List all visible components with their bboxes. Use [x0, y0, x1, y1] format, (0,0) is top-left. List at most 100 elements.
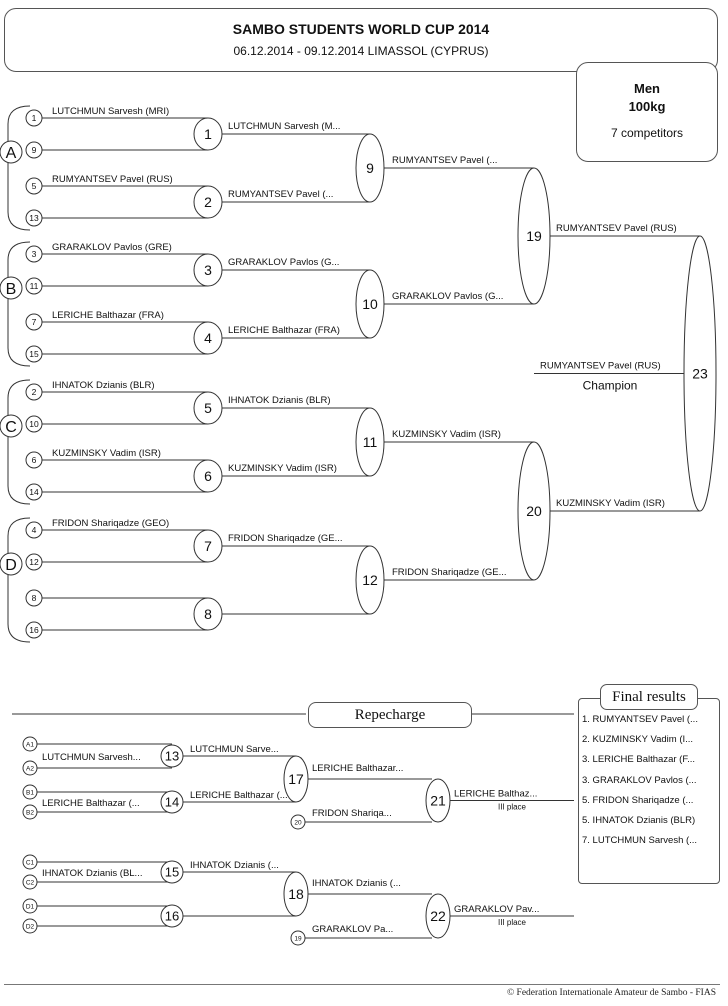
bout-4-number: 4	[204, 330, 212, 346]
seed-circle	[25, 209, 43, 227]
group-b-number: B	[6, 281, 17, 298]
repechage-slot-number: C1	[26, 859, 35, 866]
category-weight: 100kg	[628, 99, 666, 114]
group-brace	[7, 379, 31, 505]
bout-9-number: 9	[366, 160, 374, 176]
final-results-box	[578, 698, 720, 884]
final-result-item: 1. RUMYANTSEV Pavel (...	[582, 714, 698, 725]
bout-winner: KUZMINSKY Vadim (ISR)	[556, 498, 665, 509]
repechage-bout-number: 15	[165, 865, 179, 880]
repechage-bout21-number: 21	[430, 793, 446, 809]
final-result-item: 2. KUZMINSKY Vadim (I...	[582, 734, 694, 746]
bronze-winner: LERICHE Balthaz...	[454, 789, 537, 800]
event-dates-location: 06.12.2014 - 09.12.2014 LIMASSOL (CYPRUS…	[233, 44, 489, 58]
repechage-slot-number: A2	[26, 765, 34, 772]
copyright-footer: © Federation Internationale Amateur de S…	[506, 988, 716, 998]
group-a-circle	[0, 140, 23, 164]
seed-number: 7	[32, 317, 37, 327]
seed-circle	[25, 313, 43, 331]
seed-circle	[25, 553, 43, 571]
repechage-slot-number: B1	[26, 789, 34, 796]
bout-winner: LUTCHMUN Sarvesh (M...	[228, 121, 340, 132]
seed-circle	[25, 345, 43, 363]
seed-circle	[25, 109, 43, 127]
bout-5-number: 5	[204, 400, 212, 416]
seed-circle	[25, 621, 43, 639]
category-gender: Men	[634, 81, 660, 96]
bout-winner: LUTCHMUN Sarve...	[190, 744, 279, 755]
seed-number: 15	[29, 349, 39, 359]
bout-winner: KUZMINSKY Vadim (ISR)	[392, 429, 501, 440]
repechage-slot-number: A1	[26, 741, 34, 748]
bout-winner: FRIDON Shariqadze (GE...	[228, 533, 343, 544]
seed-circle	[25, 245, 43, 263]
bronze-label: III place	[498, 803, 527, 812]
bout-winner: RUMYANTSEV Pavel (RUS)	[556, 223, 677, 234]
group-a-number: A	[6, 145, 17, 162]
bout-winner: LERICHE Balthazar...	[312, 763, 403, 774]
seed-number: 4	[32, 525, 37, 535]
bout-winner: IHNATOK Dzianis (BLR)	[228, 395, 331, 406]
bout-1-number: 1	[204, 126, 212, 142]
group-brace	[7, 517, 31, 643]
page-title: SAMBO STUDENTS WORLD CUP 2014	[232, 21, 490, 37]
bout-winner: RUMYANTSEV Pavel (...	[228, 189, 333, 200]
bout-8-number: 8	[204, 606, 212, 622]
seed-circle	[25, 415, 43, 433]
repechage-slot-number: C2	[26, 879, 35, 886]
competitor-name: IHNATOK Dzianis (BLR)	[52, 380, 155, 391]
bout-11-number: 11	[363, 434, 378, 450]
bout-6-number: 6	[204, 468, 212, 484]
repechage-slot-number: D1	[26, 903, 35, 910]
group-brace	[7, 241, 31, 367]
competitor-name: FRIDON Shariqadze (GEO)	[52, 518, 169, 529]
seed-circle	[25, 451, 43, 469]
final-results-list: 1. RUMYANTSEV Pavel (... 2. KUZMINSKY Va…	[582, 714, 716, 855]
bout-winner: LERICHE Balthazar (...	[190, 790, 288, 801]
repechage-entrant: GRARAKLOV Pa...	[312, 924, 393, 935]
final-result-item: 5. IHNATOK Dzianis (BLR)	[582, 814, 696, 826]
bout-winner: IHNATOK Dzianis (...	[312, 878, 401, 889]
bout-23-number: 23	[692, 366, 708, 382]
seed-circle	[25, 483, 43, 501]
seed-number: 8	[32, 593, 37, 603]
seed-circle	[25, 141, 43, 159]
repechage-slot-circle	[22, 898, 38, 914]
repechage-entrant: IHNATOK Dzianis (BL...	[42, 868, 142, 879]
repechage-source-circle	[290, 930, 306, 946]
bout-7-number: 7	[204, 538, 212, 554]
bout-19-number: 19	[526, 228, 542, 244]
competitor-name: LUTCHMUN Sarvesh (MRI)	[52, 106, 169, 117]
seed-circle	[25, 277, 43, 295]
repechage-slot-number: D2	[26, 923, 35, 930]
final-result-item: 7. LUTCHMUN Sarvesh (...	[582, 835, 698, 847]
repechage-source-number: 19	[294, 935, 302, 942]
final-result-item: 5. FRIDON Shariqadze (...	[582, 794, 694, 806]
repechage-bout17-number: 17	[288, 771, 304, 787]
competitor-name: KUZMINSKY Vadim (ISR)	[52, 448, 161, 459]
repechage-source-circle	[290, 814, 306, 830]
seed-number: 13	[29, 213, 39, 223]
bout-winner: RUMYANTSEV Pavel (...	[392, 155, 497, 166]
final-results-title: Final results	[600, 684, 698, 710]
champion-name: RUMYANTSEV Pavel (RUS)	[540, 361, 661, 372]
repechage-entrant: LERICHE Balthazar (...	[42, 798, 140, 809]
group-d-circle	[0, 552, 23, 576]
repechage-slot-circle	[22, 736, 38, 752]
seed-number: 2	[32, 387, 37, 397]
bronze-winner: GRARAKLOV Pav...	[454, 904, 539, 915]
bout-2-number: 2	[204, 194, 212, 210]
bout-winner: IHNATOK Dzianis (...	[190, 860, 279, 871]
repechage-title: Repecharge	[308, 702, 472, 728]
title-box: SAMBO STUDENTS WORLD CUP 2014 06.12.2014…	[4, 8, 718, 72]
repechage-entrant: LUTCHMUN Sarvesh...	[42, 752, 141, 763]
final-result-item: 3. LERICHE Balthazar (F...	[582, 754, 695, 766]
seed-number: 10	[29, 419, 39, 429]
seed-number: 14	[29, 487, 39, 497]
bout-3-number: 3	[204, 262, 212, 278]
seed-number: 6	[32, 455, 37, 465]
bout-20-number: 20	[526, 503, 542, 519]
repechage-slot-circle	[22, 804, 38, 820]
final-result-item: 3. GRARAKLOV Pavlos (...	[582, 774, 697, 786]
bout-winner: FRIDON Shariqadze (GE...	[392, 567, 507, 578]
